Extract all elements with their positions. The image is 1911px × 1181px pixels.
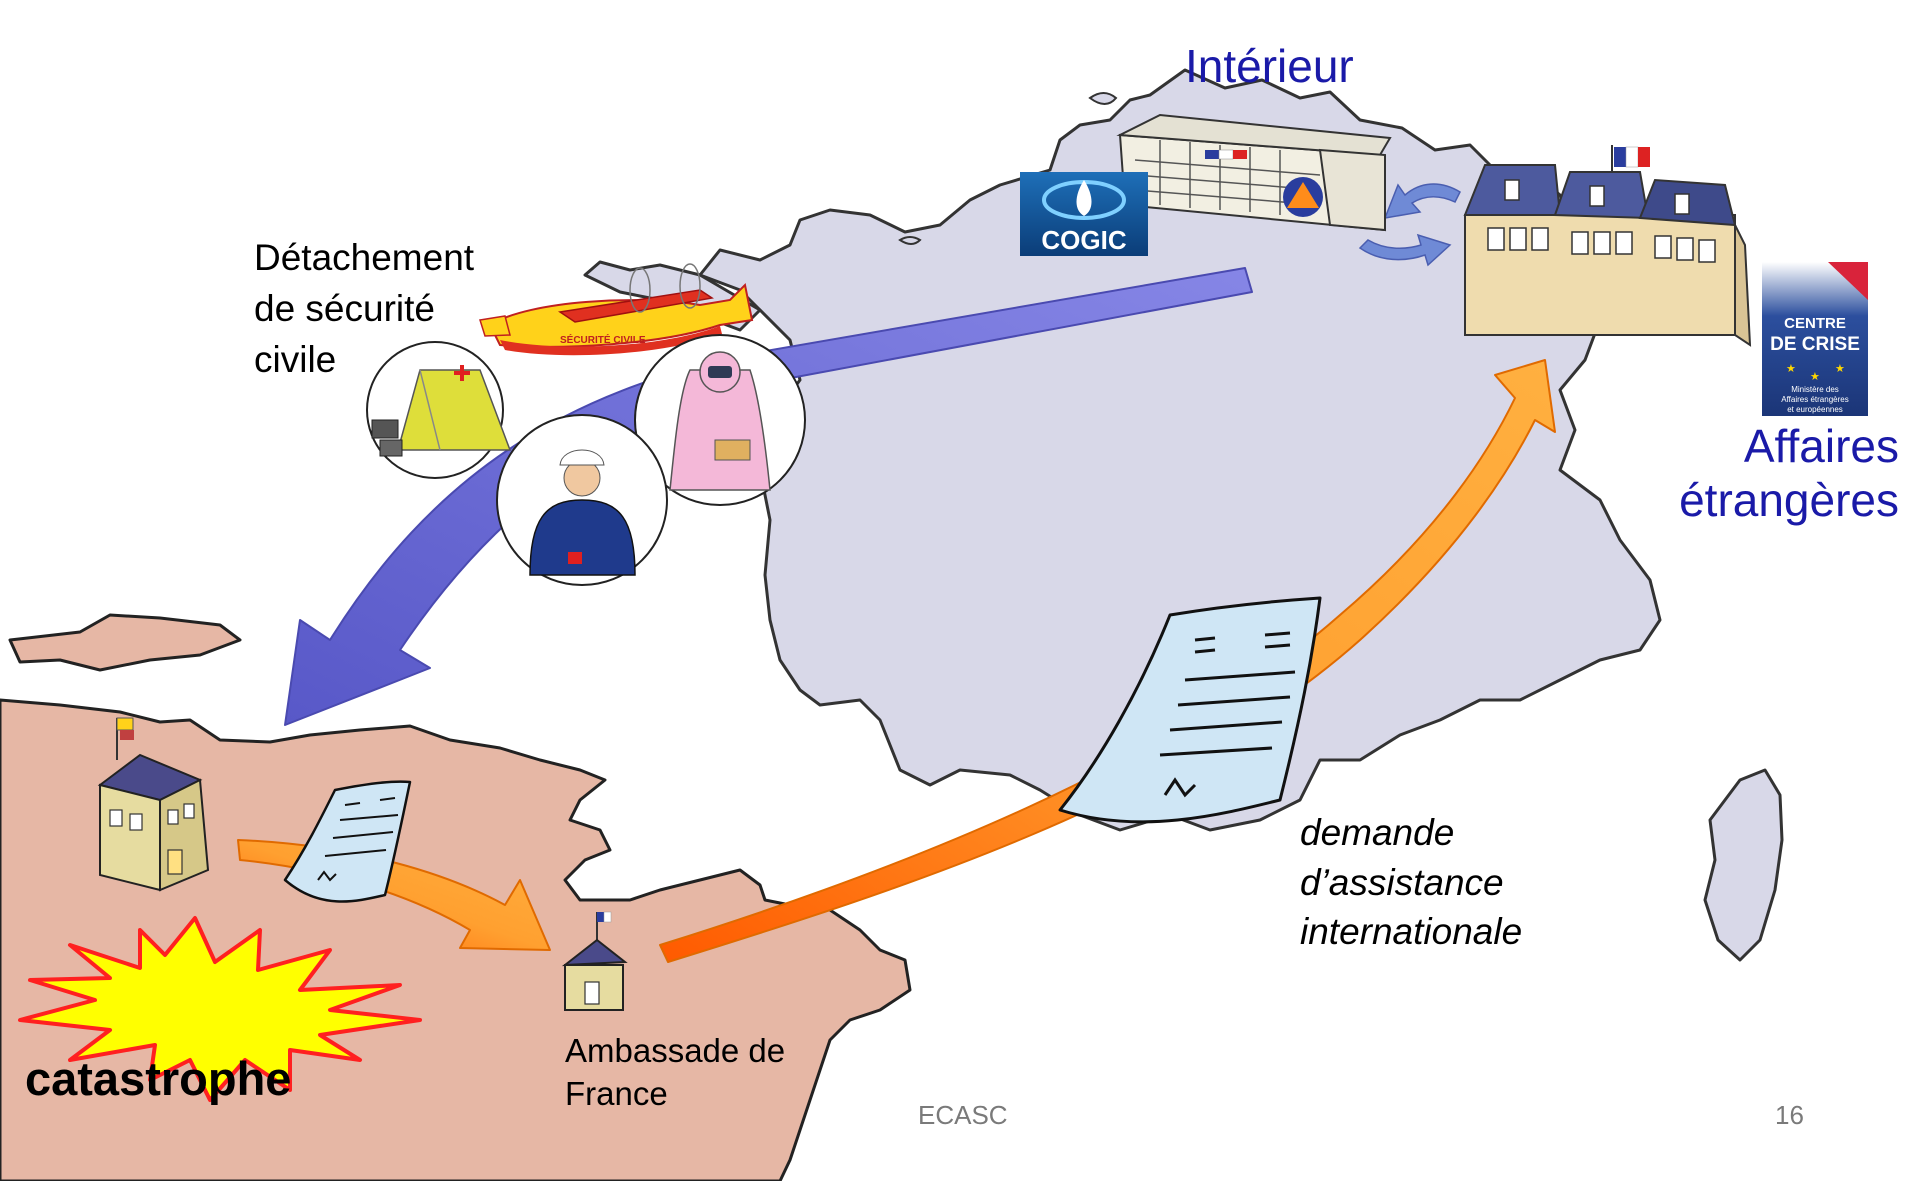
svg-text:★: ★ (1835, 362, 1845, 375)
centre-crise-title-2: DE CRISE (1770, 334, 1860, 355)
request-label-line1: demande (1300, 812, 1455, 853)
local-request-document (283, 780, 412, 903)
embassy-label-line1: Ambassade de (565, 1032, 786, 1069)
detachment-label-line1: Détachement (254, 237, 475, 278)
page-number: 16 (1775, 1100, 1804, 1130)
explosion-icon (18, 916, 422, 1102)
embassy-building (561, 911, 628, 1011)
firefighter-icon (496, 414, 668, 586)
water-bomber-plane-icon: SÉCURITÉ CIVILE (479, 263, 754, 356)
centre-crise-sub-1: Ministère des (1791, 385, 1839, 394)
interior-ministry-building (1116, 113, 1392, 232)
exchange-arrow-left (1383, 183, 1461, 219)
channel-island (898, 236, 922, 245)
request-label-line3: internationale (1300, 911, 1523, 953)
detachment-label-line3: civile (254, 339, 337, 381)
corsica-island (1703, 768, 1784, 962)
assistance-request-label: demande d’assistance internationale (1300, 808, 1522, 957)
cogic-logo-text: COGIC (1041, 225, 1126, 255)
hazmat-responder-icon (634, 334, 806, 506)
svg-text:★: ★ (1786, 362, 1796, 375)
civil-security-detachment-label: Détachement de sécurité civile (254, 232, 474, 385)
foreign-affairs-label-line1: Affaires (1743, 420, 1899, 472)
foreign-island (8, 613, 242, 672)
footer-center-text: ECASC (918, 1100, 1008, 1130)
centre-de-crise-logo: CENTRE DE CRISE ★ ★ ★ Ministère des Affair… (1762, 262, 1868, 416)
request-label-line2: d’assistance (1300, 861, 1504, 903)
svg-text:★: ★ (1810, 370, 1820, 383)
centre-crise-sub-2: Affaires étrangères (1781, 395, 1848, 404)
local-authority-building (97, 717, 210, 892)
detachment-label-line2: de sécurité (254, 288, 435, 330)
interior-ministry-label: Intérieur (1185, 40, 1354, 92)
assistance-request-document (1058, 596, 1322, 824)
field-hospital-tent-icon (366, 341, 512, 479)
foreign-affairs-building (1463, 145, 1752, 347)
centre-crise-title-1: CENTRE (1784, 315, 1846, 332)
catastrophe-label: catastrophe (25, 1052, 292, 1105)
foreign-affairs-label-line2: étrangères (1679, 473, 1899, 526)
exchange-arrow-right (1358, 233, 1452, 267)
embassy-label-line2: France (565, 1074, 668, 1112)
cogic-logo: COGIC (1020, 172, 1148, 256)
plane-livery-text: SÉCURITÉ CIVILE (560, 333, 646, 346)
centre-crise-sub-3: et européennes (1787, 405, 1843, 414)
foreign-affairs-label: Affaires étrangères (1679, 420, 1899, 528)
channel-island (1088, 92, 1118, 105)
embassy-label: Ambassade de France (565, 1030, 785, 1116)
